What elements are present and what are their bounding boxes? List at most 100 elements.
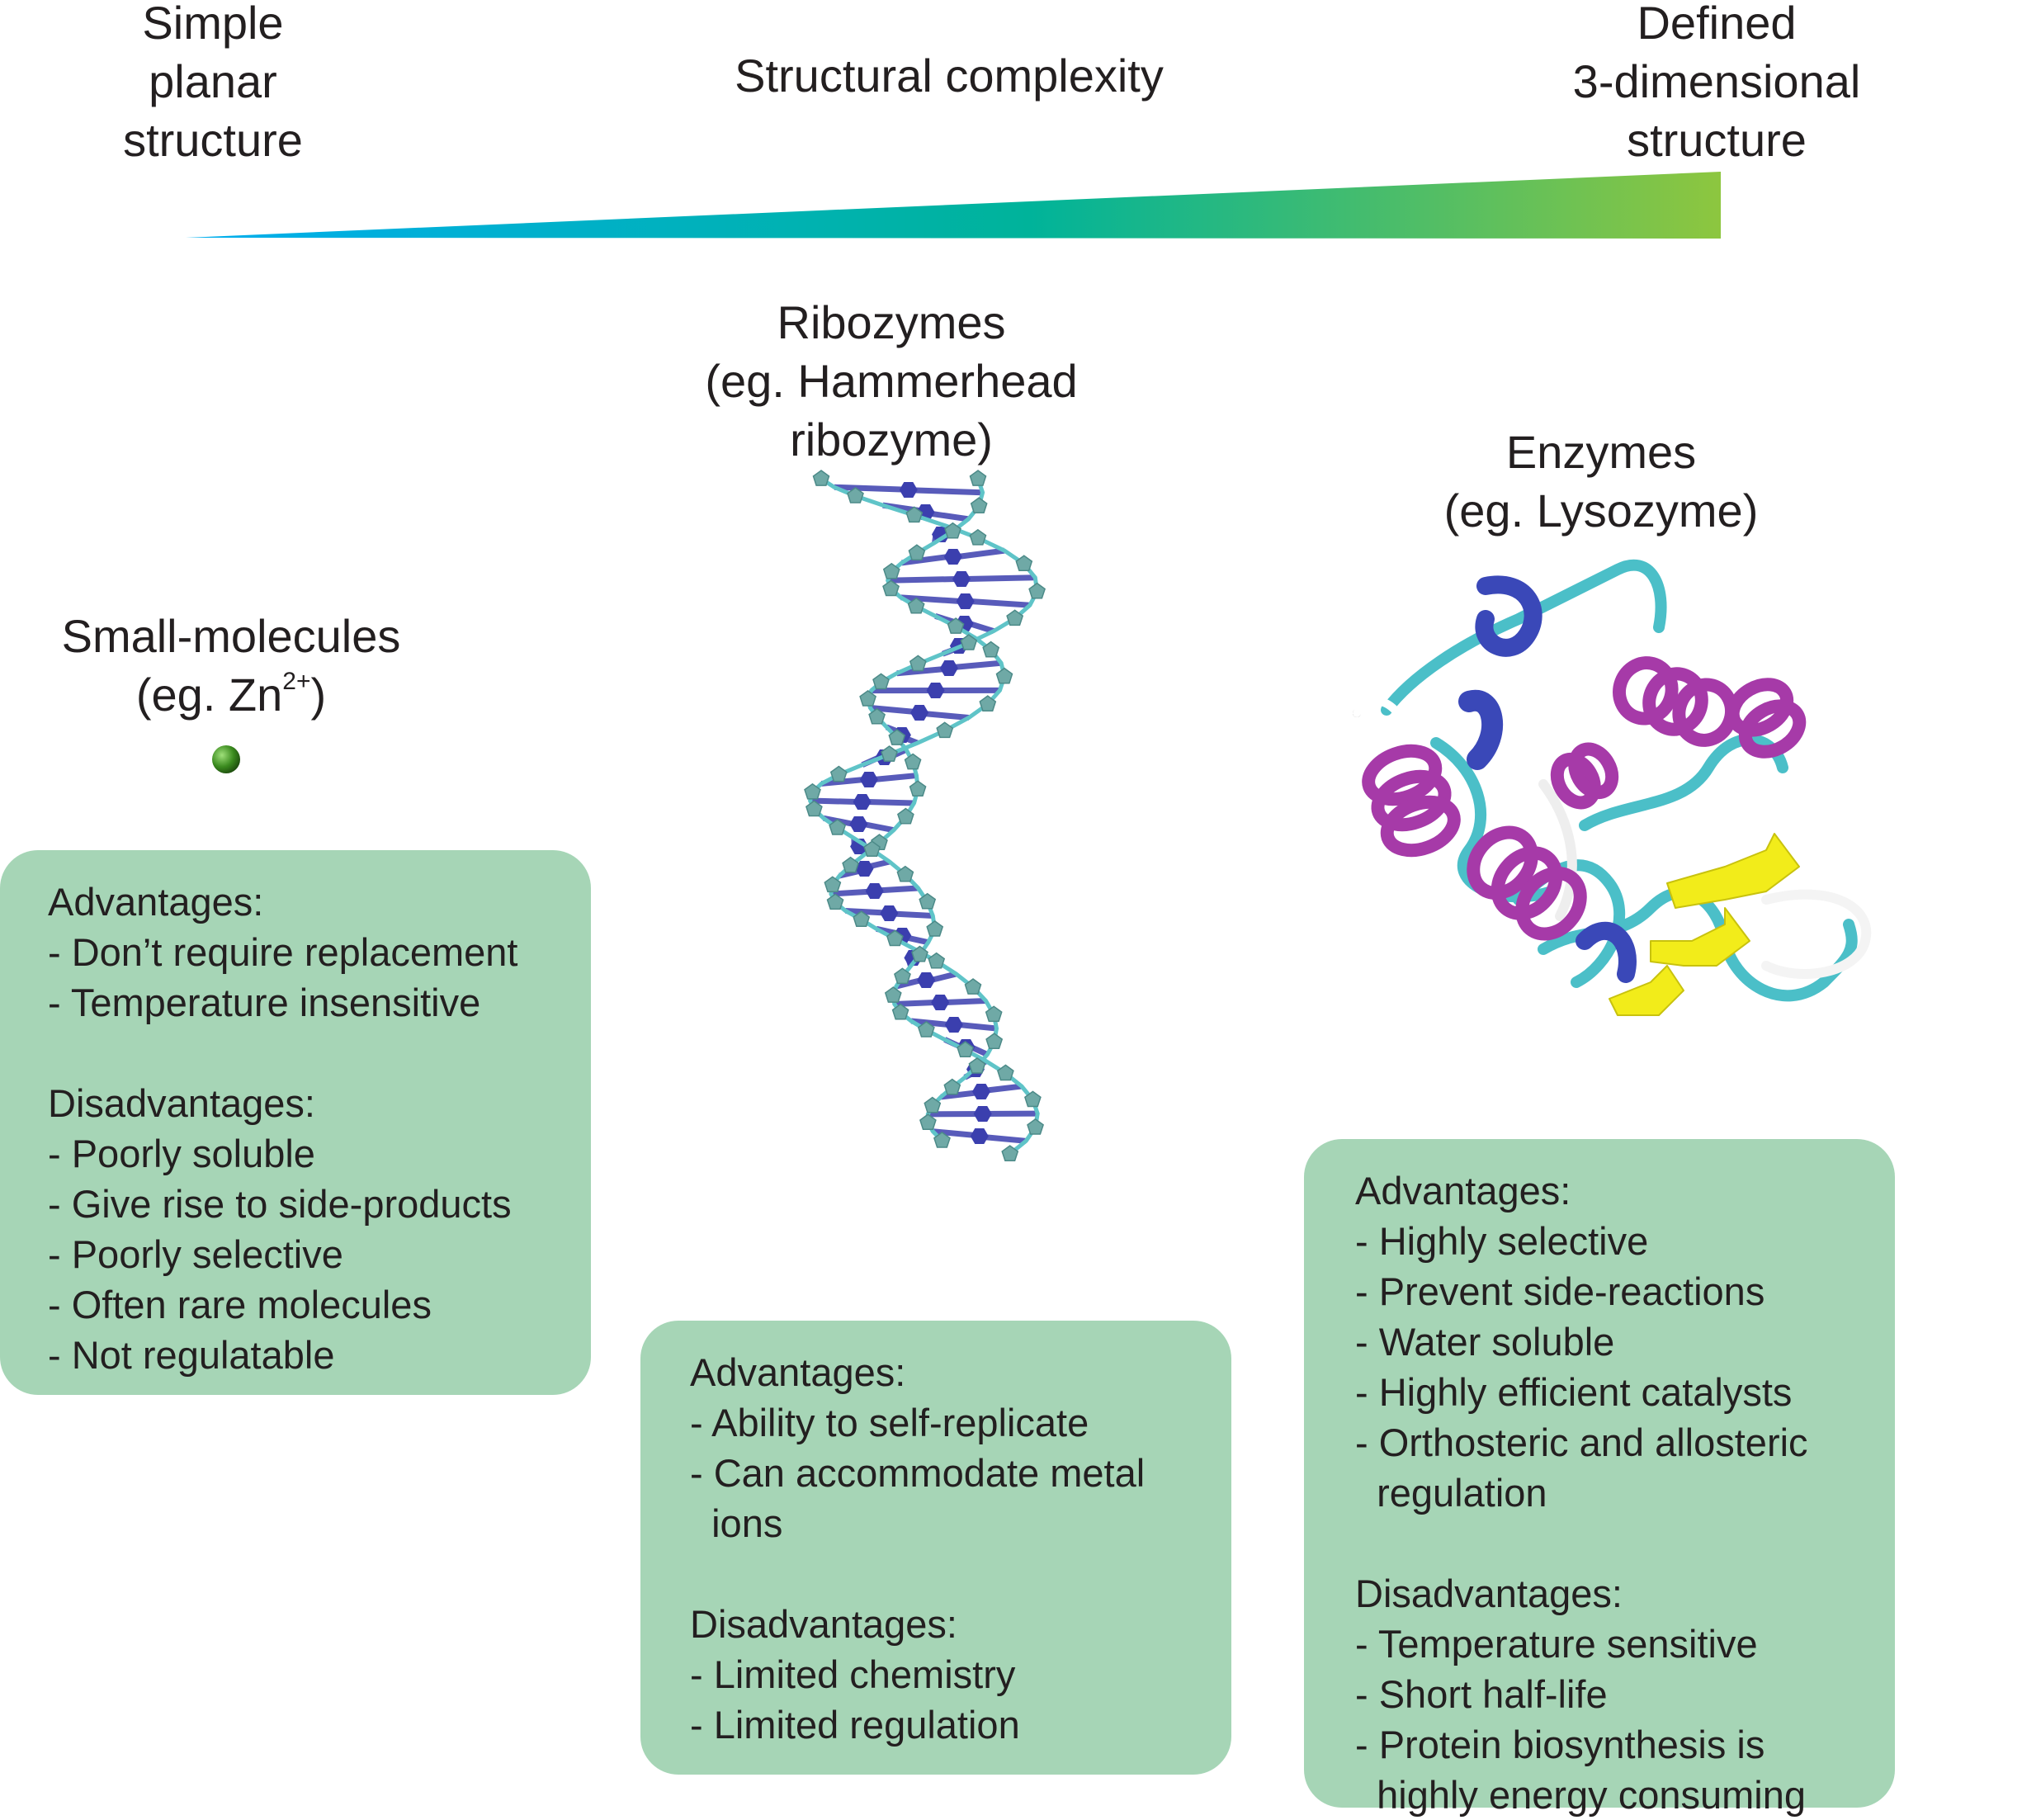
ribozymes-example-line-2: ribozyme) <box>644 410 1139 469</box>
rb-disadvantages-heading: Disadvantages: <box>690 1599 1231 1649</box>
ribozyme-sugar-pentagon <box>814 470 829 485</box>
rb-advantages-heading: Advantages: <box>690 1347 1231 1397</box>
ribozyme-sugar-pentagon <box>831 767 847 782</box>
zinc-ion-sphere-icon <box>210 743 243 776</box>
ribozyme-base-ring <box>971 1128 989 1144</box>
ribozyme-base-ring <box>945 1017 963 1033</box>
ribozyme-base-rung <box>970 624 994 631</box>
small-molecules-example: (eg. Zn2+) <box>33 665 429 724</box>
ribozyme-base-ring <box>931 995 949 1010</box>
ribozyme-sugar-pentagon <box>910 781 926 796</box>
ribozymes-example-line-1: (eg. Hammerhead <box>644 352 1139 410</box>
ribozyme-sugar-pentagon <box>937 722 952 737</box>
ribozyme-base-ring <box>972 1084 990 1099</box>
ribozyme-sugar-pentagon <box>1029 584 1045 598</box>
lysozyme-turn <box>1484 584 1533 647</box>
ribozyme-sugar-pentagon <box>970 530 985 545</box>
ribozyme-base-rung <box>867 802 914 803</box>
lysozyme-helix <box>1550 742 1620 809</box>
sm-advantages-heading: Advantages: <box>48 877 591 927</box>
ez-advantage-item: - Highly selective <box>1355 1216 1895 1266</box>
rb-advantage-item: ions <box>690 1498 1231 1548</box>
small-molecules-title: Small-molecules <box>33 607 429 665</box>
ribozyme-base-ring <box>849 816 867 832</box>
zn-example-text: (eg. Zn <box>136 669 282 721</box>
ez-disadvantage-item: - Short half-life <box>1355 1669 1895 1719</box>
ribozyme-sugar-pentagon <box>927 921 942 936</box>
ribozyme-base-rung <box>959 1025 997 1028</box>
ez-advantage-item: - Water soluble <box>1355 1317 1895 1367</box>
ribozyme-base-rung <box>958 551 1004 556</box>
ribozymes-title: Ribozymes <box>644 293 1139 352</box>
ribozyme-base-ring <box>927 683 945 698</box>
rb-advantage-item: - Ability to self-replicate <box>690 1397 1231 1448</box>
ez-disadvantage-item: - Temperature sensitive <box>1355 1619 1895 1669</box>
ribozyme-base-ring <box>974 1106 992 1122</box>
zn-example-close: ) <box>310 669 326 721</box>
ribozyme-base-ring <box>860 772 878 787</box>
ribozyme-base-ring <box>944 549 962 565</box>
ribozyme-base-ring <box>900 482 918 498</box>
lysozyme-helix <box>1612 655 1740 748</box>
ribozyme-sugar-pentagon <box>828 894 843 909</box>
ribozyme-sugar-pentagon <box>886 987 901 1002</box>
enzymes-card: Advantages: - Highly selective - Prevent… <box>1304 1139 1895 1808</box>
ribozyme-sugar-pentagon <box>986 1033 1002 1048</box>
enzymes-title-block: Enzymes (eg. Lysozyme) <box>1354 423 1849 540</box>
lysozyme-helix <box>1725 675 1807 761</box>
hammerhead-ribozyme-structure-image <box>743 462 1155 1189</box>
rb-advantage-item: - Can accommodate metal <box>690 1448 1231 1498</box>
ribozyme-base-ring <box>940 660 958 676</box>
ribozyme-base-rung <box>863 825 893 830</box>
ribozyme-base-rung <box>888 579 957 581</box>
ribozyme-base-rung <box>945 1001 985 1003</box>
sm-advantage-item: - Don’t require replacement <box>48 927 591 977</box>
sm-disadvantage-item: - Give rise to side-products <box>48 1179 591 1229</box>
ez-advantage-item: - Highly efficient catalysts <box>1355 1367 1895 1417</box>
ribozyme-sugar-pentagon <box>1028 1119 1043 1134</box>
sm-disadvantage-item: - Poorly selective <box>48 1229 591 1279</box>
ribozyme-base-rung <box>971 602 1030 606</box>
ribozyme-base-ring <box>957 593 975 609</box>
sm-disadvantage-item: - Poorly soluble <box>48 1128 591 1179</box>
ez-advantage-item: regulation <box>1355 1468 1895 1518</box>
ribozyme-base-ring <box>866 883 884 899</box>
ez-disadvantage-item: highly energy consuming <box>1355 1770 1895 1820</box>
zn-charge: 2+ <box>282 668 310 695</box>
enzymes-example: (eg. Lysozyme) <box>1354 481 1849 540</box>
ez-advantage-item: - Orthosteric and allosteric <box>1355 1417 1895 1468</box>
enzymes-title: Enzymes <box>1354 423 1849 481</box>
ribozyme-base-rung <box>966 578 1035 579</box>
ribozyme-sugar-pentagon <box>997 669 1013 683</box>
lysozyme-helix <box>1362 742 1461 858</box>
ribozyme-sugar-pentagon <box>909 545 924 560</box>
ribozyme-sugar-pentagon <box>971 498 987 513</box>
small-molecules-card: Advantages: - Don’t require replacement … <box>0 850 591 1395</box>
ez-disadvantage-item: - Protein biosynthesis is <box>1355 1719 1895 1770</box>
ribozyme-base-rung <box>931 974 956 981</box>
ribozyme-base-ring <box>853 794 872 810</box>
rb-disadvantage-item: - Limited regulation <box>690 1699 1231 1750</box>
ribozymes-card: Advantages: - Ability to self-replicate … <box>640 1321 1231 1775</box>
ribozyme-sugar-pentagon <box>971 470 986 485</box>
ribozyme-sugar-pentagon <box>873 674 889 688</box>
ribozyme-base-ring <box>880 905 898 921</box>
ribozyme-base-ring <box>910 705 928 721</box>
ez-advantages-heading: Advantages: <box>1355 1165 1895 1216</box>
ribozyme-sugar-pentagon <box>910 655 926 670</box>
ribozyme-sugar-pentagon <box>928 953 944 968</box>
ribozymes-title-block: Ribozymes (eg. Hammerhead ribozyme) <box>644 293 1139 469</box>
ribozyme-sugar-pentagon <box>881 746 897 761</box>
gradient-wedge-shape <box>186 172 1721 239</box>
ez-disadvantages-heading: Disadvantages: <box>1355 1568 1895 1619</box>
sm-advantage-item: - Temperature insensitive <box>48 977 591 1028</box>
small-molecules-title-block: Small-molecules (eg. Zn2+) <box>33 607 429 724</box>
ez-advantage-item: - Prevent side-reactions <box>1355 1266 1895 1317</box>
sm-disadvantages-heading: Disadvantages: <box>48 1078 591 1128</box>
ribozyme-base-rung <box>874 776 917 780</box>
sm-disadvantage-item: - Often rare molecules <box>48 1279 591 1330</box>
ribozyme-base-ring <box>917 972 935 988</box>
rb-disadvantage-item: - Limited chemistry <box>690 1649 1231 1699</box>
lysozyme-structure-image <box>1337 553 1915 1090</box>
ribozyme-sugar-pentagon <box>998 1065 1013 1080</box>
